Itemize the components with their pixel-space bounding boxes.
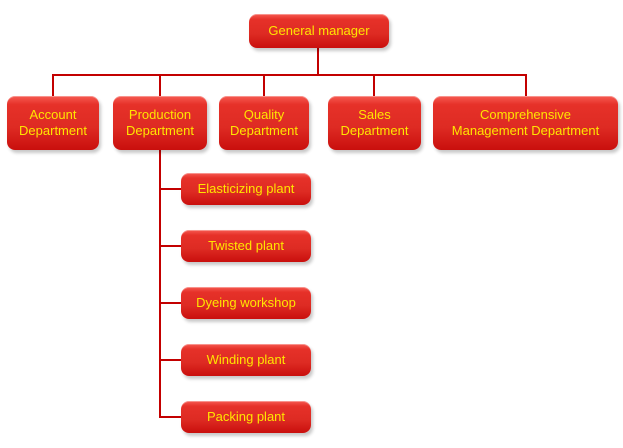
connector-drop-account: [52, 74, 54, 96]
node-label: Dyeing workshop: [196, 294, 296, 310]
connector-drop-quality: [263, 74, 265, 96]
connector-branch-winding: [159, 359, 183, 361]
connector-branch-dyeing: [159, 302, 183, 304]
node-label: Sales Department: [340, 106, 409, 138]
connector-drop-sales: [373, 74, 375, 96]
connector-root-stem: [317, 48, 319, 75]
node-label: Elasticizing plant: [197, 180, 295, 196]
node-label: General manager: [268, 22, 370, 38]
node-label: Quality Department: [230, 106, 298, 138]
node-quality-department: Quality Department: [219, 96, 309, 150]
node-label: Packing plant: [206, 408, 286, 424]
node-label: Comprehensive Management Department: [451, 106, 600, 138]
node-dyeing-workshop: Dyeing workshop: [181, 287, 311, 319]
node-twisted-plant: Twisted plant: [181, 230, 311, 262]
node-production-department: Production Department: [113, 96, 207, 150]
connector-drop-comprehensive: [525, 74, 527, 96]
node-packing-plant: Packing plant: [181, 401, 311, 433]
node-label: Twisted plant: [208, 237, 284, 253]
node-sales-department: Sales Department: [328, 96, 421, 150]
node-elasticizing-plant: Elasticizing plant: [181, 173, 311, 205]
node-winding-plant: Winding plant: [181, 344, 311, 376]
node-label: Account Department: [19, 106, 87, 138]
node-comprehensive-management-department: Comprehensive Management Department: [433, 96, 618, 150]
connector-level1-horizontal: [52, 74, 527, 76]
node-general-manager: General manager: [249, 14, 389, 48]
node-label: Winding plant: [206, 351, 286, 367]
node-account-department: Account Department: [7, 96, 99, 150]
connector-branch-elasticizing: [159, 188, 183, 190]
connector-production-stem: [159, 150, 161, 418]
connector-branch-twisted: [159, 245, 183, 247]
node-label: Production Department: [126, 106, 194, 138]
connector-branch-packing: [159, 416, 183, 418]
connector-drop-production: [159, 74, 161, 96]
